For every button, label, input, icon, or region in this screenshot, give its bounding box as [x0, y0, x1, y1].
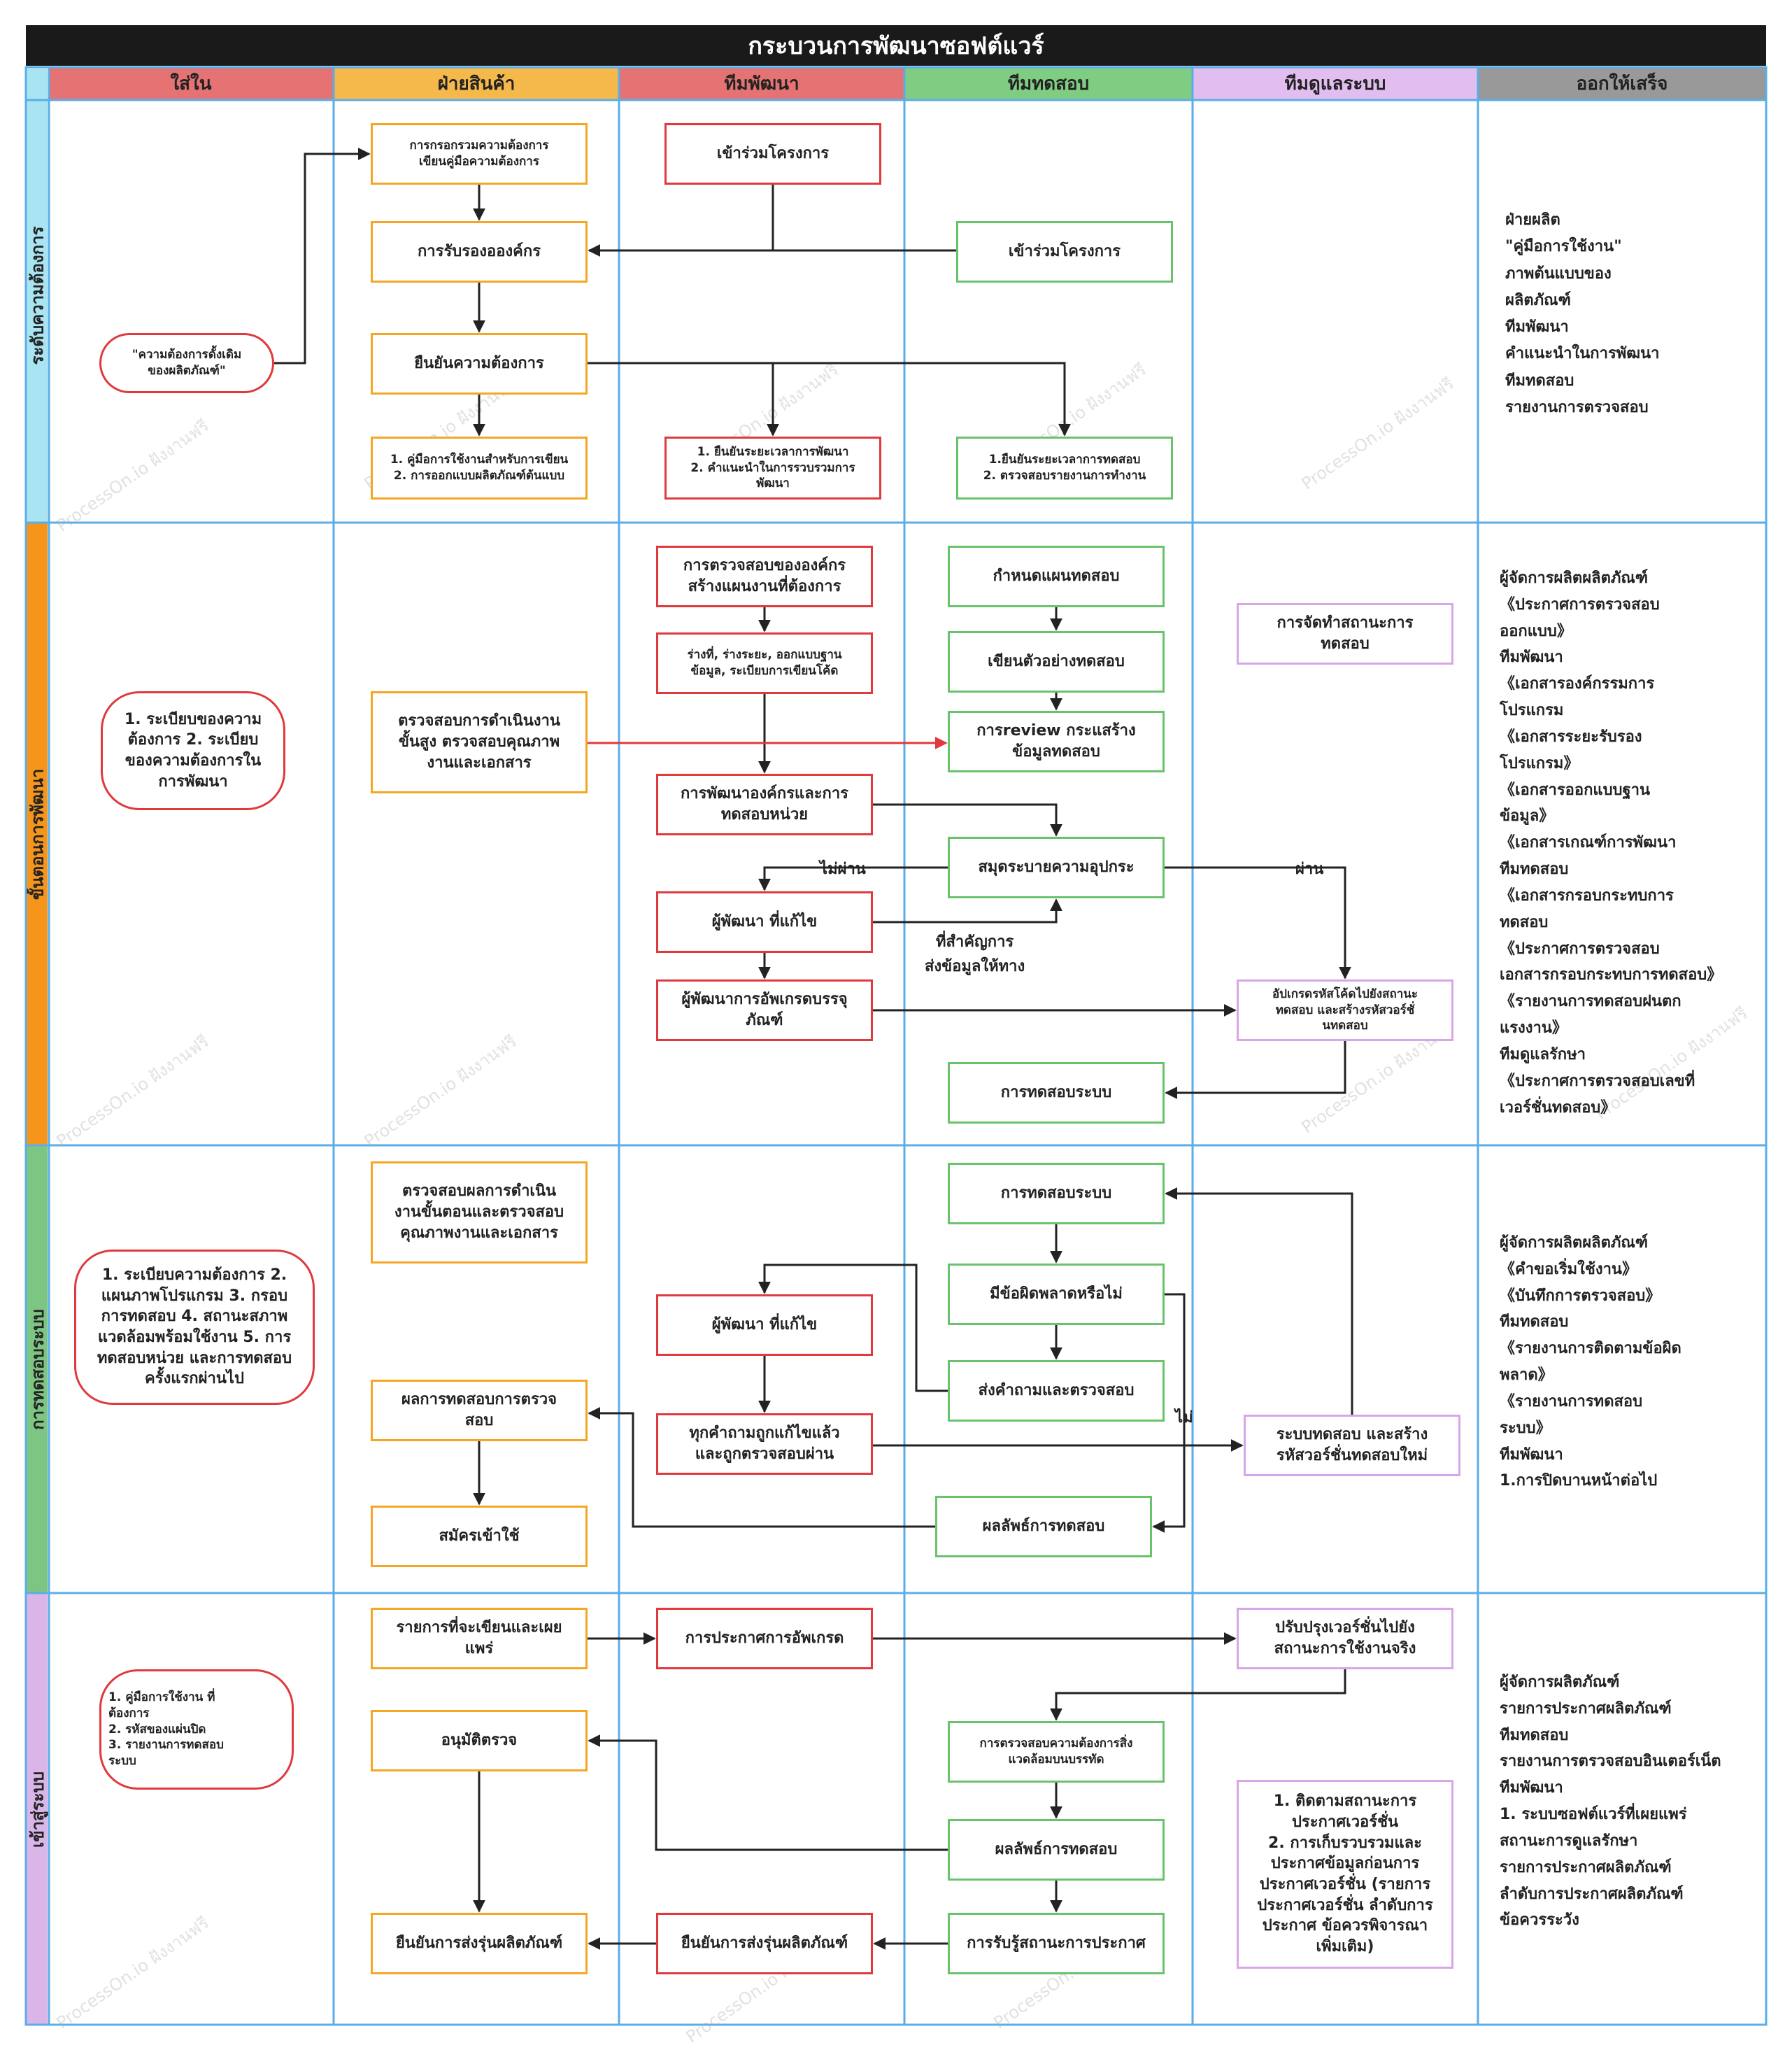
r4-dev-node-2: ยืนยันการส่งรุ่นผลิตภัณฑ์	[656, 1913, 873, 1974]
r1-prod-output-node: 1. คู่มือการใช้งานสำหรับการเขียน 2. การอ…	[371, 437, 588, 500]
r1-test-join-node: เข้าร่วมโครงการ	[956, 221, 1173, 283]
r3-test-node-2: มีข้อผิดพลาดหรือไม่	[948, 1264, 1165, 1325]
r1-dev-join-node: เข้าร่วมโครงการ	[664, 123, 881, 185]
stage-release: เข้าสู่ระบบ	[27, 1594, 48, 2025]
r4-prod-node-2: อนุมัติตรวจ	[371, 1710, 588, 1771]
stage-development: ขั้นตอนการพัฒนา	[27, 523, 48, 1145]
r4-input-node: 1. คู่มือการใช้งาน ที่ ต้องการ 2. รหัสขอ…	[99, 1669, 294, 1790]
r2-input-node: 1. ระเบียบของความ ต้องการ 2. ระเบียบ ของ…	[101, 691, 285, 810]
edge-label-important: ที่สำคัญการ ส่งข้อมูลให้ทาง	[925, 933, 1025, 975]
r4-test-node-2: ผลลัพธ์การทดสอบ	[948, 1819, 1165, 1881]
r2-test-node-1: กำหนดแผนทดสอบ	[948, 546, 1165, 607]
r1-accept-node: การรับรองอองค์กร	[371, 221, 588, 283]
r4-ops-node-1: ปรับปรุงเวอร์ชั่นไปยัง สถานะการใช้งานจริ…	[1237, 1608, 1453, 1669]
r2-dev-node-2: ร่างที่, ร่างระยะ, ออกแบบฐาน ข้อมูล, ระเ…	[656, 632, 873, 694]
r2-dev-node-5: ผู้พัฒนาการอัพเกรดบรรจุ ภัณฑ์	[656, 979, 873, 1041]
r3-output-note: ผู้จัดการผลิตผลิตภัณฑ์ 《คำขอเริ่มใช้งาน》…	[1500, 1234, 1681, 1490]
r1-test-output-node: 1.ยืนยันระยะเวลาการทดสอบ 2. ตรวจสอบรายงา…	[956, 437, 1173, 500]
r1-collect-node: การกรอกรวมความต้องการ เขียนคู่มือความต้อ…	[371, 123, 588, 185]
column-header-product: ฝ่ายสินค้า	[334, 67, 618, 99]
column-header-test: ทีมทดสอบ	[905, 67, 1192, 99]
r2-test-node-3: การreview กระแสร้าง ข้อมูลทดสอบ	[948, 711, 1165, 772]
column-header-ops: ทีมดูแลระบบ	[1193, 67, 1477, 99]
r2-ops-node-1: การจัดทำสถานะการ ทดสอบ	[1237, 603, 1453, 665]
r2-prod-node: ตรวจสอบการดำเนินงาน ขั้นสูง ตรวจสอบคุณภา…	[371, 691, 588, 793]
column-header-input: ใส่ใน	[49, 67, 333, 99]
column-header-dev: ทีมพัฒนา	[620, 67, 904, 99]
r4-test-node-1: การตรวจสอบความต้องการสิ่ง แวดล้อมบนบรรทั…	[948, 1721, 1165, 1783]
r3-dev-node-1: ผู้พัฒนา ที่แก้ไข	[656, 1294, 873, 1356]
r2-ops-node-2: อัปเกรดรหัสโค้ดไปยังสถานะ ทดสอบ และสร้าง…	[1237, 979, 1453, 1041]
r3-dev-node-2: ทุกคำถามถูกแก้ไขแล้ว และถูกตรวจสอบผ่าน	[656, 1413, 873, 1475]
r3-prod-node-1: ตรวจสอบผลการดำเนิน งานขั้นตอนและตรวจสอบ …	[371, 1161, 588, 1264]
edge-label-pass: ผ่าน	[1295, 861, 1324, 878]
r3-input-node: 1. ระเบียบความต้องการ 2. แผนภาพโปรแกรม 3…	[74, 1250, 315, 1405]
r2-dev-node-3: การพัฒนาองค์กรและการ ทดสอบหน่วย	[656, 774, 873, 835]
r4-output-note: ผู้จัดการผลิตภัณฑ์ รายการประกาศผลิตภัณฑ์…	[1500, 1674, 1721, 1930]
r1-confirm-node: ยืนยันความต้องการ	[371, 333, 588, 395]
column-header-output: ออกให้เสร็จ	[1479, 67, 1765, 99]
r2-output-note: ผู้จัดการผลิตผลิตภัณฑ์ 《ประกาศการตรวจสอบ…	[1500, 569, 1723, 1117]
r2-test-node-5: การทดสอบระบบ	[948, 1062, 1165, 1124]
r2-dev-node-1: การตรวจสอบขององค์กร สร้างแผนงานที่ต้องกา…	[656, 546, 873, 607]
r2-dev-node-4: ผู้พัฒนา ที่แก้ไข	[656, 891, 873, 953]
r3-test-node-3: ส่งคำถามและตรวจสอบ	[948, 1360, 1165, 1422]
r1-input-node: "ความต้องการดั้งเดิม ของผลิตภัณฑ์"	[99, 333, 274, 393]
r4-test-node-3: การรับรู้สถานะการประกาศ	[948, 1913, 1165, 1974]
r3-prod-node-2: ผลการทดสอบการตรวจ สอบ	[371, 1380, 588, 1441]
r4-dev-node-1: การประกาศการอัพเกรด	[656, 1608, 873, 1669]
r1-dev-output-node: 1. ยืนยันระยะเวลาการพัฒนา 2. คำแนะนำในกา…	[664, 437, 881, 500]
r4-ops-node-2: 1. ติดตามสถานะการ ประกาศเวอร์ชั่น 2. การ…	[1237, 1780, 1453, 1969]
stage-system-test: การทดสอบระบบ	[27, 1146, 48, 1592]
r4-prod-node-3: ยืนยันการส่งรุ่นผลิตภัณฑ์	[371, 1913, 588, 1974]
edge-label-no: ไม่	[1175, 1409, 1193, 1427]
r3-ops-node-1: ระบบทดสอบ และสร้าง รหัสวอร์ชั่นทดสอบใหม่	[1244, 1415, 1460, 1476]
r1-output-note: ฝ่ายผลิต "คู่มือการใช้งาน" ภาพต้นแบบของ …	[1505, 211, 1660, 416]
r3-test-node-4: ผลลัพธ์การทดสอบ	[935, 1496, 1152, 1557]
diagram-title: กระบวนการพัฒนาซอฟต์แวร์	[26, 25, 1766, 66]
r4-prod-node-1: รายการที่จะเขียนและเผย แพร่	[371, 1608, 588, 1669]
stage-requirements: ระดับความต้องการ	[27, 69, 48, 522]
r3-prod-node-3: สมัครเข้าใช้	[371, 1506, 588, 1567]
r2-test-node-4: สมุดระบายความอุปกระ	[948, 837, 1165, 898]
r3-test-node-1: การทดสอบระบบ	[948, 1163, 1165, 1224]
r2-test-node-2: เขียนตัวอย่างทดสอบ	[948, 631, 1165, 693]
edge-label-fail: ไม่ผ่าน	[820, 861, 866, 878]
